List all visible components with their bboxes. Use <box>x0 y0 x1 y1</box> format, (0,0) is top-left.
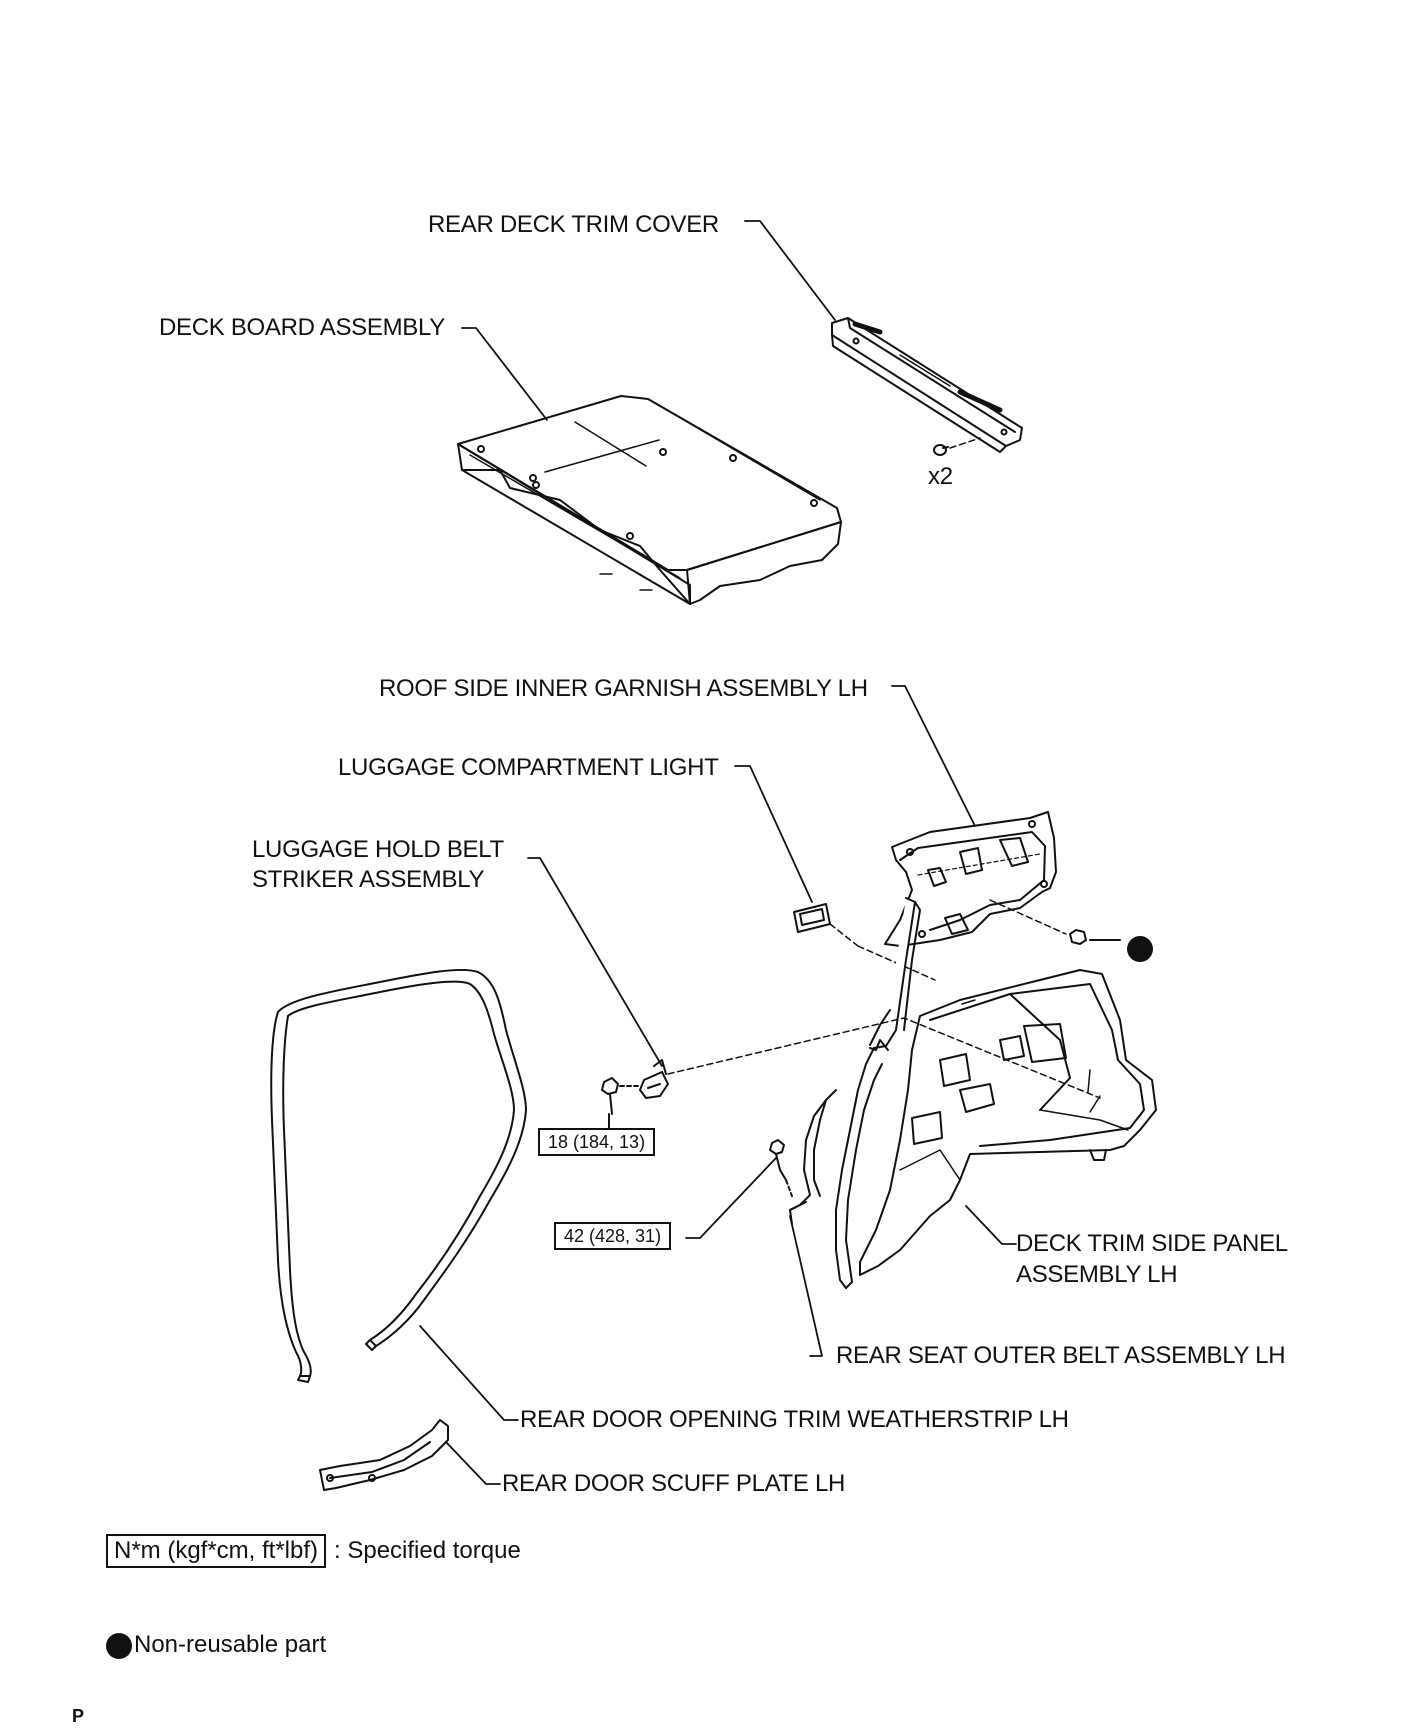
torque-striker-bolt: 18 (184, 13) <box>538 1128 656 1156</box>
label-rear-door-scuff-plate: REAR DOOR SCUFF PLATE LH <box>502 1470 846 1497</box>
label-rear-deck-trim-cover: REAR DECK TRIM COVER <box>428 211 719 238</box>
deck-trim-side-panel-part <box>859 969 1157 1276</box>
deck-board-assembly-part <box>457 395 842 605</box>
leader-belt-bolt <box>685 1157 777 1239</box>
label-deck-board-assembly: DECK BOARD ASSEMBLY <box>159 314 445 341</box>
label-rear-door-weatherstrip: REAR DOOR OPENING TRIM WEATHERSTRIP LH <box>520 1406 1069 1433</box>
label-luggage-compartment-light: LUGGAGE COMPARTMENT LIGHT <box>338 754 719 781</box>
garnish-nut-part <box>989 899 1121 945</box>
luggage-hold-belt-striker-part <box>639 1059 669 1099</box>
leader-roof-garnish <box>891 685 976 827</box>
legend-non-reusable-dot-icon <box>106 1633 132 1659</box>
label-deck-trim-side-panel-2: ASSEMBLY LH <box>1016 1261 1178 1288</box>
label-rear-seat-outer-belt: REAR SEAT OUTER BELT ASSEMBLY LH <box>836 1342 1286 1369</box>
legend-non-reusable: Non-reusable part <box>134 1631 327 1658</box>
rear-seat-outer-belt-part <box>789 897 976 1289</box>
leader-rear-seat-belt <box>789 1215 823 1357</box>
non-reusable-dot-icon <box>1127 936 1153 962</box>
leader-scuff-plate <box>445 1441 501 1485</box>
legend-torque-unit: N*m (kgf*cm, ft*lbf) <box>106 1534 327 1568</box>
deck-cover-clip-part <box>933 437 981 456</box>
leader-weatherstrip <box>419 1325 519 1421</box>
label-luggage-hold-belt-2: STRIKER ASSEMBLY <box>252 866 485 893</box>
label-deck-trim-side-panel-1: DECK TRIM SIDE PANEL <box>1016 1230 1288 1257</box>
roof-side-inner-garnish-part <box>884 811 1057 947</box>
label-luggage-hold-belt-1: LUGGAGE HOLD BELT <box>252 836 504 863</box>
leader-luggage-light <box>734 765 813 903</box>
leader-striker <box>527 857 663 1067</box>
rear-door-scuff-plate-part <box>319 1419 449 1491</box>
page-code: P <box>72 1706 85 1726</box>
luggage-compartment-light-part <box>793 903 936 981</box>
label-qty-x2: x2 <box>928 463 953 490</box>
leader-rear-deck-trim-cover <box>744 220 836 321</box>
leader-deck-trim-side-panel <box>965 1205 1017 1245</box>
striker-bolt-part <box>601 1077 641 1131</box>
label-roof-side-inner-garnish: ROOF SIDE INNER GARNISH ASSEMBLY LH <box>379 675 868 702</box>
rear-door-weatherstrip-part <box>270 968 527 1383</box>
rear-deck-trim-cover-part <box>831 317 1023 453</box>
legend-torque-desc: : Specified torque <box>334 1537 521 1564</box>
leader-deck-board <box>461 327 548 421</box>
belt-anchor-bolt-part <box>769 1139 793 1197</box>
torque-belt-anchor-bolt: 42 (428, 31) <box>554 1222 672 1250</box>
